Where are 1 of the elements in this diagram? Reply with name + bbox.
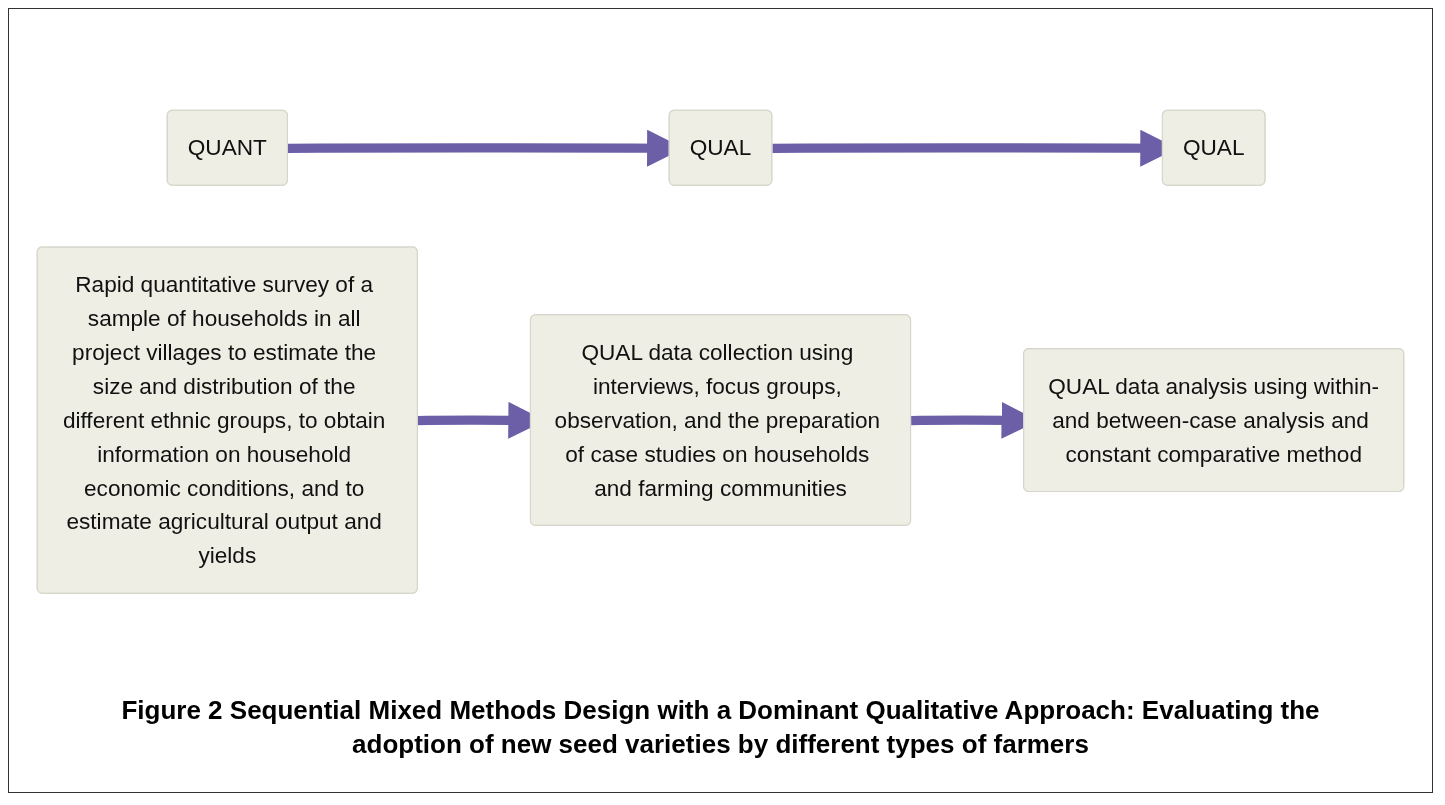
- figure-caption: Figure 2 Sequential Mixed Methods Design with a Dominant Qualitative Approach: Evaluating the adoption of new seed varieties by different types of farmers: [120, 694, 1321, 762]
